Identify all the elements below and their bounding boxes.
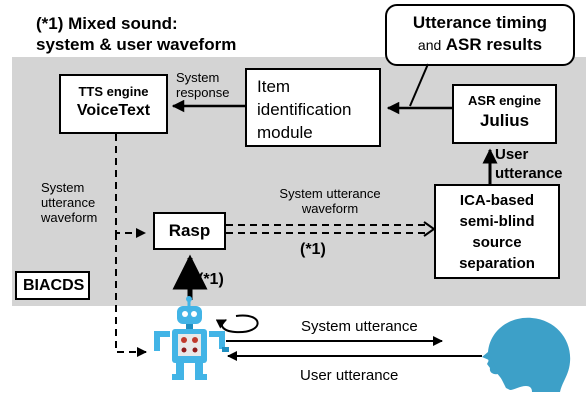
- sys-utt-wave-line-1: System utterance: [279, 186, 381, 201]
- left-sys-line-2: utterance: [41, 195, 96, 210]
- tts-to-robot-dashed: [115, 233, 147, 357]
- self-loop-arrow: [215, 314, 259, 334]
- tts-to-rasp-dashed: [115, 134, 146, 238]
- callout-asr-results: ASR results: [445, 35, 543, 54]
- system-utterance-label: System utterance: [301, 318, 418, 335]
- user-utterance-line-2: utterance: [495, 165, 563, 182]
- human-head-icon: [482, 317, 571, 392]
- item-line-3: module: [257, 123, 313, 142]
- callout-utterance-timing: Utterance timing and ASR results: [385, 4, 575, 66]
- item-line-1: Item: [257, 77, 291, 96]
- tts-name: VoiceText: [76, 102, 151, 119]
- asr-name: Julius: [479, 111, 530, 130]
- system-utterance-waveform-label: System utterance waveform: [255, 186, 405, 216]
- ica-line-1: ICA-based: [459, 192, 535, 209]
- left-system-utterance-waveform-label: System utterance waveform: [41, 180, 97, 225]
- callout-pointer: [409, 63, 429, 107]
- user-utterance-line-1: User: [495, 146, 529, 163]
- tts-label: TTS engine: [78, 84, 149, 99]
- rasp-to-ica-arrowhead: [423, 221, 436, 237]
- system-response-label: System response: [176, 70, 229, 100]
- left-sys-line-1: System: [41, 180, 85, 195]
- user-utterance-asr-label: User utterance: [495, 145, 563, 183]
- mixed-mark-right: (*1): [300, 241, 326, 258]
- robot-icon: [154, 296, 229, 380]
- note-line-2: system & user waveform: [36, 35, 237, 54]
- ica-separation-box: ICA-based semi-blind source separation: [434, 184, 560, 279]
- item-identification-module: Item identification module: [245, 68, 381, 147]
- asr-label: ASR engine: [468, 93, 541, 108]
- sys-utt-wave-line-2: waveform: [301, 201, 359, 216]
- rasp-box: Rasp: [153, 212, 226, 250]
- ica-line-2: semi-blind: [459, 213, 535, 230]
- asr-engine-box: ASR engine Julius: [452, 84, 557, 144]
- user-utterance-label: User utterance: [300, 367, 399, 384]
- callout-line-1: Utterance timing: [412, 13, 548, 32]
- tts-engine-box: TTS engine VoiceText: [59, 74, 168, 134]
- system-response-line-1: System: [176, 70, 220, 85]
- biacds-label: BIACDS: [15, 271, 90, 300]
- left-sys-line-3: waveform: [41, 210, 98, 225]
- item-line-2: identification: [257, 100, 352, 119]
- note-line-1: (*1) Mixed sound:: [36, 14, 178, 33]
- ica-line-4: separation: [459, 255, 535, 272]
- system-response-line-2: response: [176, 85, 230, 100]
- mixed-sound-note: (*1) Mixed sound: system & user waveform: [36, 13, 236, 55]
- callout-and: and: [417, 37, 442, 53]
- ica-line-3: source: [472, 234, 522, 251]
